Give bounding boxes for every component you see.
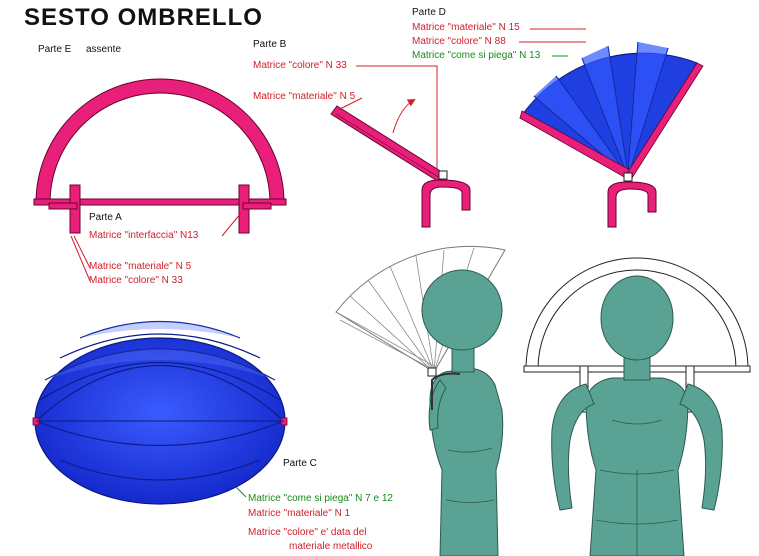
fan-canopy-diagram xyxy=(519,28,704,228)
part-a-label: Parte A xyxy=(89,212,122,223)
part-c-note-3: Matrice "colore" e' data del xyxy=(248,527,367,538)
dome-canopy-diagram xyxy=(32,320,288,505)
part-a-note-2: Matrice "materiale" N 5 xyxy=(89,261,192,272)
page-title: SESTO OMBRELLO xyxy=(24,4,263,31)
frame-arch-diagram xyxy=(33,78,287,282)
figure-side-view xyxy=(335,245,506,556)
part-d-label: Parte D xyxy=(412,7,446,18)
figure-front-view xyxy=(523,257,751,556)
part-b-note-2: Matrice "materiale" N 5 xyxy=(253,91,356,102)
part-a-note-3: Matrice "colore" N 33 xyxy=(89,275,183,286)
part-c-note-1: Matrice "come si piega" N 7 e 12 xyxy=(248,493,393,504)
part-e-label: Parte E xyxy=(38,44,72,55)
part-d-note-3: Matrice "come si piega" N 13 xyxy=(412,50,541,61)
part-c-note-4: materiale metallico xyxy=(289,541,373,552)
part-b-label: Parte B xyxy=(253,39,287,50)
part-c-label: Parte C xyxy=(283,458,317,469)
part-a-note-1: Matrice "interfaccia" N13 xyxy=(89,230,199,241)
part-d-note-2: Matrice "colore" N 88 xyxy=(412,36,506,47)
part-b-note-1: Matrice "colore" N 33 xyxy=(253,60,347,71)
part-c-note-2: Matrice "materiale" N 1 xyxy=(248,508,351,519)
part-e-status: assente xyxy=(86,44,122,55)
part-d-note-1: Matrice "materiale" N 15 xyxy=(412,22,520,33)
rod-handle-diagram xyxy=(330,65,471,228)
